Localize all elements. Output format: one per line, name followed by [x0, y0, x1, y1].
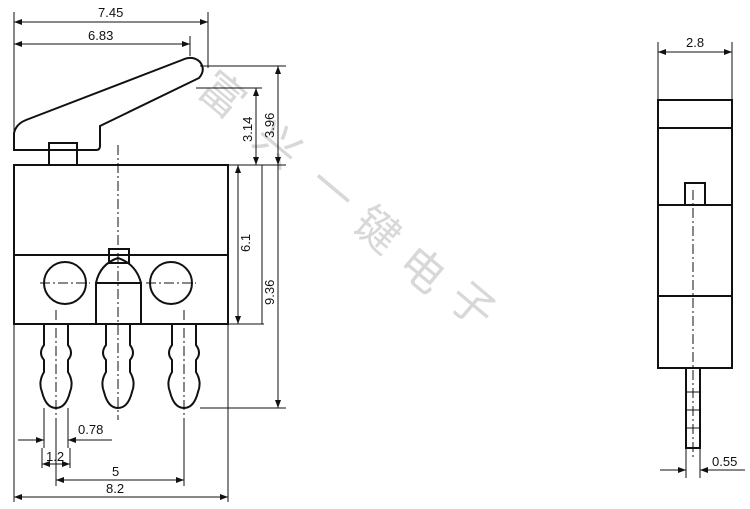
- front-view: 7.45 6.83 3.14 3.96 6.1 9.36: [13, 5, 286, 502]
- dim-label-078: 0.78: [78, 422, 103, 437]
- body-marker-hole: [108, 248, 130, 264]
- dim-arrows-28: [658, 49, 732, 55]
- dim-label-314: 3.14: [240, 117, 255, 142]
- dim-label-936: 9.36: [262, 280, 277, 305]
- dim-label-683: 6.83: [88, 28, 113, 43]
- dim-label-055: 0.55: [712, 454, 737, 469]
- watermark-char-6: 子: [438, 272, 504, 339]
- watermark-char-4: 键: [343, 197, 409, 264]
- dim-label-28: 2.8: [686, 35, 704, 50]
- plunger: [48, 142, 78, 164]
- lever-arm: [13, 56, 204, 151]
- dim-arrows-078: [36, 437, 76, 443]
- side-lever-cap: [657, 99, 733, 129]
- dim-label-82: 8.2: [106, 481, 124, 496]
- dim-arrows-12: [42, 461, 70, 467]
- watermark-char-5: 电: [388, 237, 454, 304]
- watermark: 富 兴 一 键 电 子: [188, 62, 504, 339]
- dim-arrows-055: [678, 467, 708, 473]
- side-view: 2.8 0.55: [657, 35, 745, 478]
- terminal-center: [101, 324, 135, 410]
- side-body: [657, 127, 733, 369]
- dim-label-12: 1.2: [46, 449, 64, 464]
- dim-label-61: 6.1: [238, 234, 253, 252]
- dim-arrows-314: [253, 88, 259, 165]
- dim-label-396: 3.96: [262, 113, 277, 138]
- side-plunger: [684, 182, 706, 206]
- dim-label-5: 5: [112, 464, 119, 479]
- switch-body: [13, 164, 229, 325]
- watermark-char-3: 一: [298, 157, 364, 224]
- dim-label-745: 7.45: [98, 5, 123, 20]
- dim-arrows-936: [275, 400, 281, 408]
